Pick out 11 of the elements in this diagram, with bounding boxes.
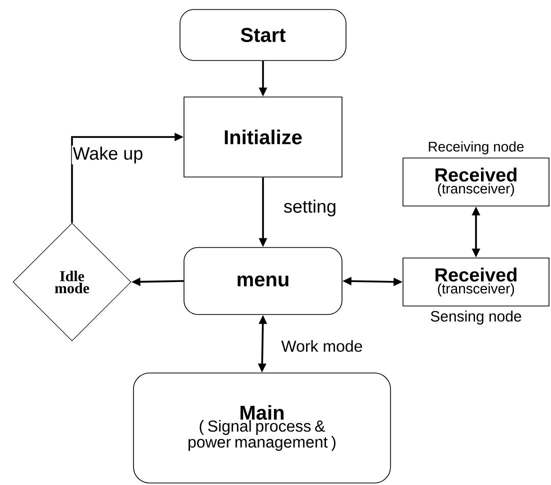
node-caption: Receiving node [428,141,524,154]
node-caption: Sensing node [430,310,522,325]
transceiver-box: Received (transceiver) [402,158,550,206]
rounded-box: menu [184,247,342,315]
rounded-box: Start [180,9,346,61]
edge-label: setting [282,198,338,218]
edge-label: Wake up [72,146,144,164]
edge-label: Work mode [280,339,364,353]
process-box: Initialize [184,96,342,178]
rounded-box: Main ( Signal process & power management ) [133,372,391,484]
transceiver-box: Received (transceiver) [402,258,550,306]
